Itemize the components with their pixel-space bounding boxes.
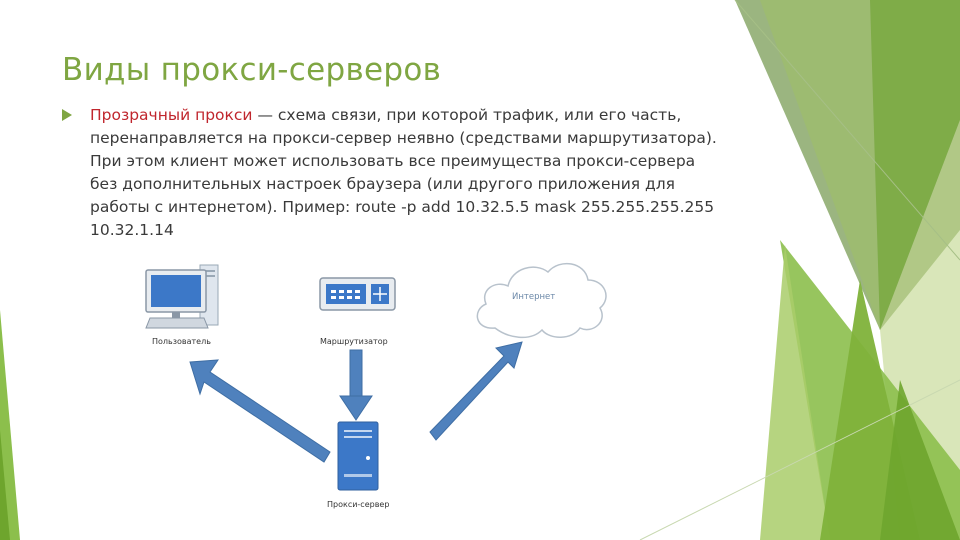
user-label: Пользователь (152, 337, 211, 346)
computer-icon (146, 265, 218, 328)
bullet-arrow-icon (62, 109, 72, 121)
arrow-proxy-to-internet (430, 342, 522, 440)
bullet-item: Прозрачный прокси — схема связи, при кот… (62, 104, 722, 242)
internet-label: Интернет (512, 292, 555, 302)
router-icon (320, 278, 395, 310)
arrow-router-to-proxy (340, 350, 372, 420)
bullet-text: Прозрачный прокси — схема связи, при кот… (90, 104, 722, 242)
bullet-term: Прозрачный прокси (90, 106, 253, 124)
arrow-proxy-to-user (190, 360, 330, 462)
proxy-diagram: Пользователь Маршрутизатор Интернет Прок… (130, 250, 610, 520)
proxy-label: Прокси-сервер (327, 500, 389, 509)
router-label: Маршрутизатор (320, 337, 388, 346)
server-icon (338, 422, 378, 490)
bullet-description: — схема связи, при которой трафик, или е… (90, 106, 717, 239)
slide-title: Виды прокси-серверов (62, 52, 441, 88)
